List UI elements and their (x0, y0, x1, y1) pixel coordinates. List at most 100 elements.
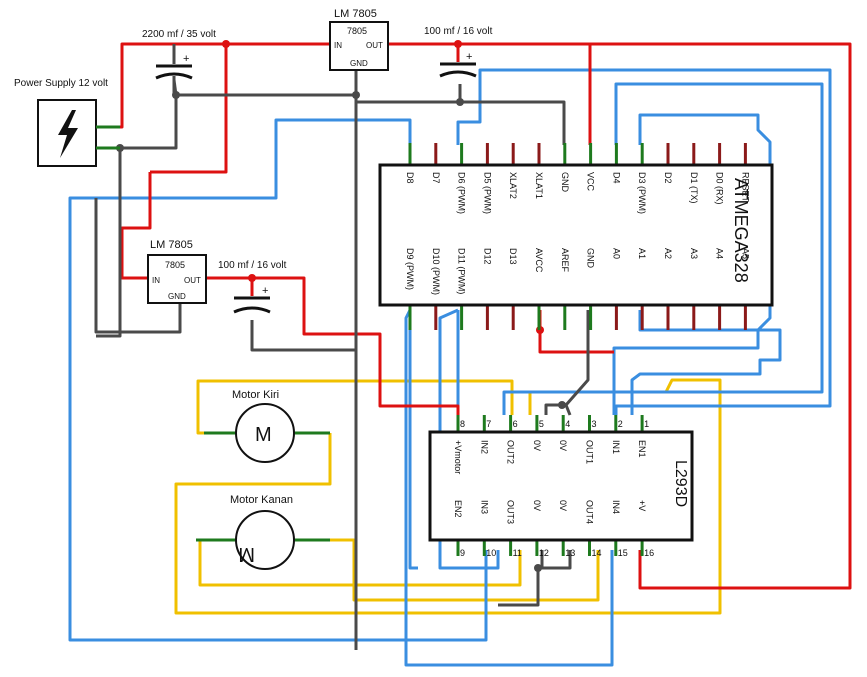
l293d-top-pin-label: 0V (558, 440, 568, 451)
atmega-bottom-pin-label: A2 (663, 248, 673, 259)
atmega-top-pin-label: D2 (663, 172, 673, 184)
motor-kiri-label: Motor Kiri (232, 389, 279, 401)
reg-top-title: LM 7805 (334, 8, 377, 20)
l293d-bottom-pin-number: 12 (539, 548, 549, 558)
l293d-top-pin-number: 4 (565, 419, 570, 429)
l293d-top-pin-label: EN1 (637, 440, 647, 458)
l293d-top-pin-label: IN1 (611, 440, 621, 454)
atmega-bottom-pin-label: A5 (740, 248, 750, 259)
atmega-top-pin-label: D8 (405, 172, 415, 184)
l293d-top-pin-number: 8 (460, 419, 465, 429)
svg-text:GND: GND (168, 292, 186, 301)
motor-kanan-symbol: M (238, 543, 255, 565)
l293d-top-pin-number: 1 (644, 419, 649, 429)
power-supply: Power Supply 12 volt (14, 78, 120, 167)
l293d-bottom-pin-label: IN4 (611, 500, 621, 514)
svg-text:IN: IN (334, 41, 342, 50)
l293d-name: L293D (672, 460, 689, 507)
l293d-bottom-pin-number: 14 (592, 548, 602, 558)
l293d-top-pin-number: 3 (592, 419, 597, 429)
l293d-bottom-pin-label: OUT4 (585, 500, 595, 524)
l293d-bottom-pin-label: 0V (532, 500, 542, 511)
atmega-bottom-pin-label: AREF (560, 248, 570, 273)
atmega-bottom-labels: D9 (PWM) D10 (PWM) D11 (PWM) D12 D13 AVCC AREF… (405, 248, 750, 295)
reg-mid-title: LM 7805 (150, 239, 193, 251)
svg-text:IN: IN (152, 276, 160, 285)
svg-text:+: + (183, 53, 189, 65)
junction-dots (116, 40, 566, 572)
capacitor-100-top: + 100 mf / 16 volt (424, 26, 493, 78)
svg-text:OUT: OUT (366, 41, 383, 50)
atmega-bottom-pin-label: D9 (PWM) (405, 248, 415, 290)
atmega-top-pin-label: D4 (611, 172, 621, 184)
atmega-top-pin-label: D7 (431, 172, 441, 184)
atmega-top-pin-label: D6 (PWM) (457, 172, 467, 214)
atmega-bottom-pin-label: D13 (508, 248, 518, 265)
l293d-top-pin-number: 7 (486, 419, 491, 429)
l293d-top-pin-number: 2 (618, 419, 623, 429)
signal-wires (68, 68, 832, 667)
atmega-top-pin-label: GND (560, 172, 570, 193)
l293d-top-pin-label: IN2 (479, 440, 489, 454)
l293d-top-pin-number: 6 (513, 419, 518, 429)
l293d-bottom-pin-number: 10 (486, 548, 496, 558)
atmega-top-pin-label: D1 (TX) (689, 172, 699, 204)
l293d-top-pin-label: 0V (532, 440, 542, 451)
l293d-bottom-pin-number: 11 (513, 548, 522, 558)
atmega-bottom-pin-label: D10 (PWM) (431, 248, 441, 295)
l293d-bottom-pin-number: 16 (644, 548, 654, 558)
capacitor-100-mid: + 100 mf / 16 volt (218, 260, 287, 314)
l293d-bottom-pin-number: 13 (565, 548, 575, 558)
atmega-top-pin-label: D5 (PWM) (482, 172, 492, 214)
motor-kanan-label: Motor Kanan (230, 494, 293, 506)
atmega-top-pin-label: D0 (RX) (715, 172, 725, 205)
capacitor-2200: + 2200 mf / 35 volt (142, 29, 216, 95)
l293d-top-pin-number: 5 (539, 419, 544, 429)
atmega-top-pin-label: RESET (740, 172, 750, 203)
lightning-icon (58, 110, 78, 158)
atmega-top-labels: D8 D7 D6 (PWM) D5 (PWM) XLAT2 XLAT1 GND VCC D4 D3… (405, 172, 750, 214)
atmega-bottom-pin-label: A4 (715, 248, 725, 259)
l293d-top-pin-label: +Vmotor (453, 440, 463, 474)
l293d-bottom-pin-label: IN3 (479, 500, 489, 514)
regulator-top: LM 7805 7805 IN OUT GND (329, 8, 389, 71)
atmega-bottom-pins (408, 305, 747, 330)
motor-kanan: M Motor Kanan (196, 494, 330, 570)
cap-100-top-label: 100 mf / 16 volt (424, 26, 493, 37)
atmega-top-pin-label: XLAT2 (508, 172, 518, 199)
atmega-top-pin-label: VCC (586, 172, 596, 192)
atmega-bottom-pin-label: A3 (689, 248, 699, 259)
l293d-top-pins (456, 415, 644, 432)
svg-text:+: + (466, 51, 472, 63)
power-supply-label: Power Supply 12 volt (14, 78, 108, 89)
l293d-bottom-pin-label: OUT3 (506, 500, 516, 524)
svg-text:OUT: OUT (184, 276, 201, 285)
atmega-bottom-pin-label: D12 (482, 248, 492, 265)
atmega-top-pin-label: XLAT1 (534, 172, 544, 199)
l293d-top-pin-label: OUT1 (585, 440, 595, 464)
l293d-bottom-pin-number: 15 (618, 548, 628, 558)
regulator-mid: LM 7805 7805 IN OUT GND (147, 239, 207, 304)
atmega-top-pins (408, 143, 747, 165)
svg-text:7805: 7805 (347, 26, 367, 36)
atmega-name: ATMEGA328 (731, 178, 751, 283)
motor-kiri-symbol: M (255, 424, 272, 446)
l293d-bottom-pins (456, 540, 644, 556)
svg-text:7805: 7805 (165, 260, 185, 270)
atmega-bottom-pin-label: GND (586, 248, 596, 269)
atmega-bottom-pin-label: AVCC (534, 248, 544, 273)
l293d-bottom-pin-number: 9 (460, 548, 465, 558)
svg-text:+: + (262, 285, 268, 297)
cap-2200-label: 2200 mf / 35 volt (142, 29, 216, 40)
atmega-bottom-pin-label: A1 (637, 248, 647, 259)
l293d-top-pin-label: OUT2 (506, 440, 516, 464)
atmega-bottom-pin-label: A0 (611, 248, 621, 259)
atmega-top-pin-label: D3 (PWM) (637, 172, 647, 214)
l293d-bottom-pin-label: 0V (558, 500, 568, 511)
motor-kiri: M Motor Kiri (204, 389, 330, 463)
atmega-bottom-pin-label: D11 (PWM) (457, 248, 467, 294)
